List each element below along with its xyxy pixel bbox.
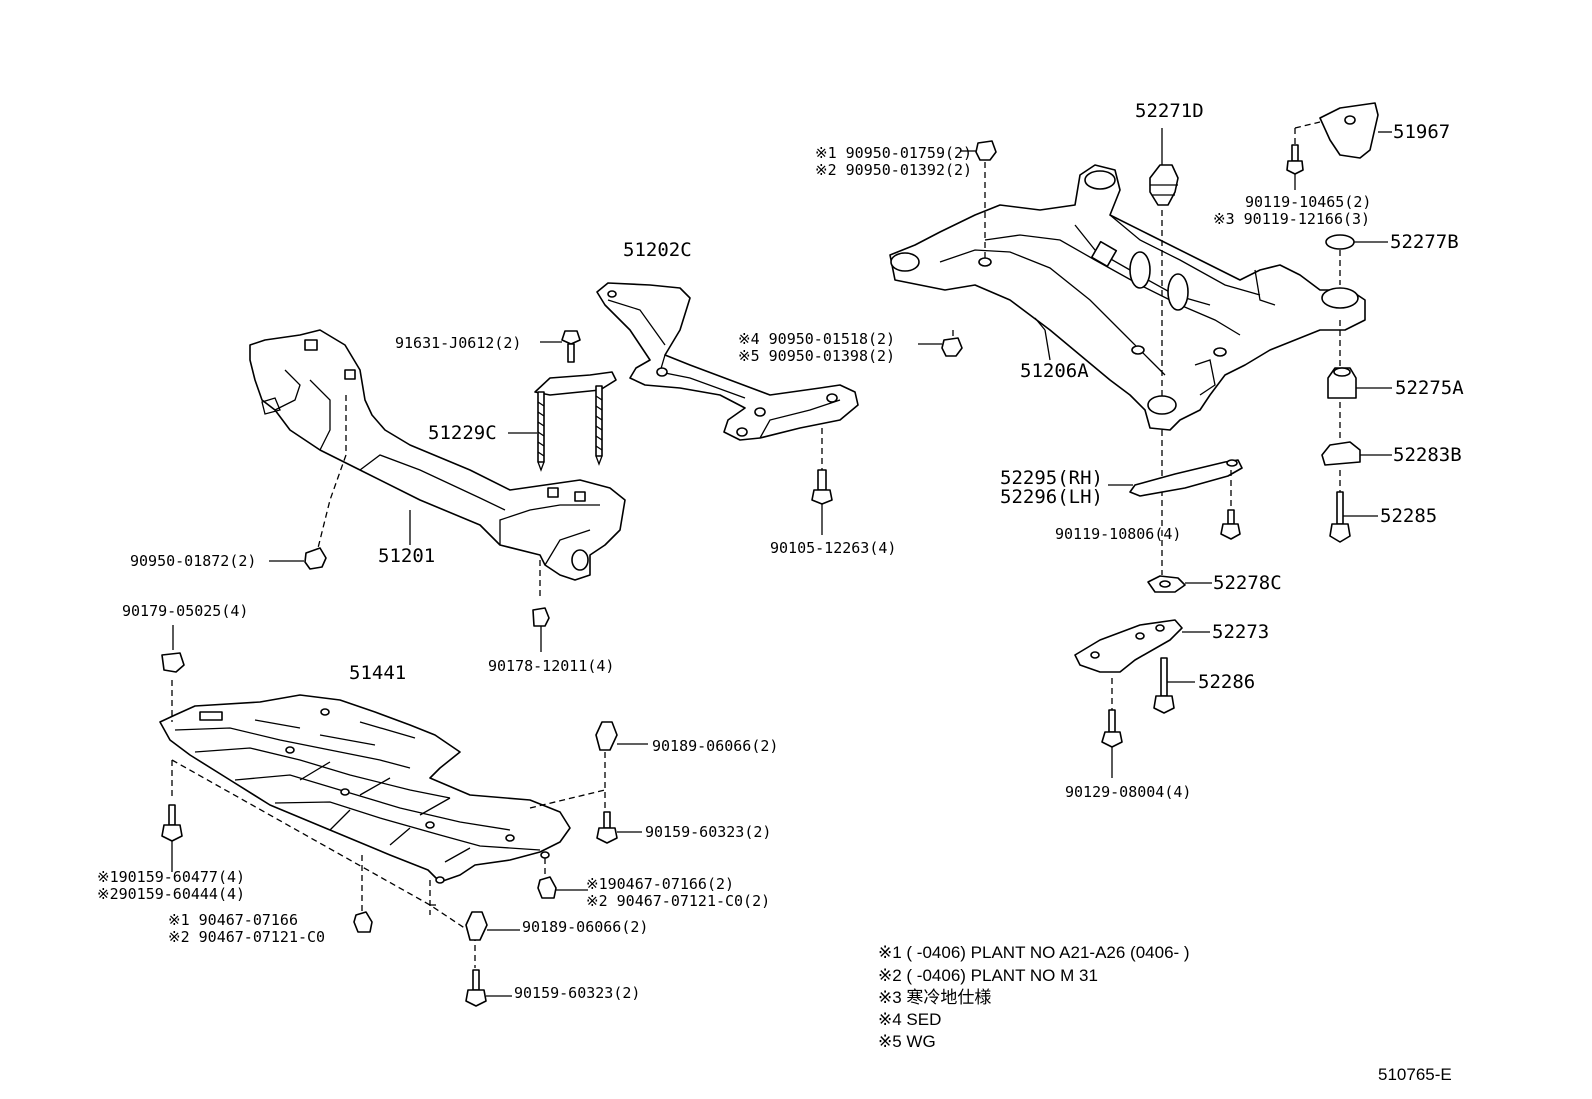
label-51202C: 51202C <box>623 239 692 261</box>
bolt-90119-10806 <box>1220 509 1241 540</box>
clip-90467-07166-a <box>537 876 557 899</box>
label-90159-60477: ※190159-60477(4) <box>97 868 245 886</box>
notes-block: ※1 ( -0406) PLANT NO A21-A26 (0406- ) ※2… <box>878 943 1190 1051</box>
label-51206A: 51206A <box>1020 360 1089 382</box>
label-90159-60444: ※290159-60444(4) <box>97 885 245 903</box>
label-90105-12263: 90105-12263(4) <box>770 539 896 557</box>
label-90159-60323-a: 90159-60323(2) <box>645 823 771 841</box>
label-90179-05025: 90179-05025(4) <box>122 602 248 620</box>
label-52296: 52296(LH) <box>1000 486 1103 508</box>
bolt-90159-60323-a <box>596 811 618 844</box>
bushing-90950-01872 <box>304 547 327 570</box>
label-52271D: 52271D <box>1135 100 1204 122</box>
bolt-90159-60477 <box>161 804 183 842</box>
label-90119-12166: ※3 90119-12166(3) <box>1213 210 1370 228</box>
plate-52273 <box>1074 619 1183 673</box>
clip-90189-06066-b <box>465 911 488 941</box>
bolt-91631-J0612 <box>561 330 581 363</box>
label-52278C: 52278C <box>1213 572 1282 594</box>
bumper-52271D <box>1149 164 1179 206</box>
label-52295: 52295(RH) <box>1000 467 1103 489</box>
label-90467-07121-b: ※2 90467-07121-C0 <box>168 928 325 946</box>
clip-90467-07166-b <box>353 911 373 933</box>
label-90159-60323-b: 90159-60323(2) <box>514 984 640 1002</box>
washer-52277B <box>1325 234 1355 250</box>
label-51229C: 51229C <box>428 422 497 444</box>
label-90950-01759: ※1 90950-01759(2) <box>815 144 972 162</box>
nut-90950-01518 <box>941 337 963 357</box>
bolt-90105-12263 <box>811 469 833 505</box>
bolt-90159-60323-b <box>465 969 487 1007</box>
label-52286: 52286 <box>1198 671 1255 693</box>
bolt-52286 <box>1153 657 1175 714</box>
label-91631-J0612: 91631-J0612(2) <box>395 334 521 352</box>
label-51201: 51201 <box>378 545 435 567</box>
label-52275A: 52275A <box>1395 377 1464 399</box>
nut-90179-05025 <box>161 652 185 673</box>
nut-90950-01759 <box>975 140 997 161</box>
stopper-52283B <box>1321 441 1361 466</box>
label-90950-01872: 90950-01872(2) <box>130 552 256 570</box>
front-crossmember-51201 <box>249 329 626 581</box>
bolt-90119-10465 <box>1286 144 1304 175</box>
note-5: ※5 WG <box>878 1032 936 1051</box>
label-90950-01398: ※5 90950-01398(2) <box>738 347 895 365</box>
arm-52295-52296 <box>1129 459 1243 497</box>
engine-under-cover-51441 <box>159 694 571 884</box>
bolt-52285 <box>1329 491 1351 543</box>
label-51967: 51967 <box>1393 121 1450 143</box>
cushion-52275A <box>1327 367 1357 399</box>
label-90467-07121-a: ※2 90467-07121-C0(2) <box>586 892 770 910</box>
label-52283B: 52283B <box>1393 444 1462 466</box>
rear-suspension-member-51206A <box>889 164 1366 431</box>
reference-code: 510765-E <box>1378 1065 1452 1084</box>
label-52285: 52285 <box>1380 505 1437 527</box>
clip-90189-06066-a <box>595 721 618 751</box>
note-3: ※3 寒冷地仕様 <box>878 988 991 1007</box>
label-90119-10465: 90119-10465(2) <box>1245 193 1371 211</box>
label-51441: 51441 <box>349 662 406 684</box>
label-90950-01392: ※2 90950-01392(2) <box>815 161 972 179</box>
label-90950-01518: ※4 90950-01518(2) <box>738 330 895 348</box>
label-90178-12011: 90178-12011(4) <box>488 657 614 675</box>
bracket-51229C <box>534 371 617 472</box>
label-90119-10806: 90119-10806(4) <box>1055 525 1181 543</box>
label-90189-06066-a: 90189-06066(2) <box>652 737 778 755</box>
bracket-51967 <box>1319 102 1379 159</box>
label-90189-06066-b: 90189-06066(2) <box>522 918 648 936</box>
nut-90178-12011 <box>532 607 550 627</box>
note-1: ※1 ( -0406) PLANT NO A21-A26 (0406- ) <box>878 943 1190 962</box>
label-52277B: 52277B <box>1390 231 1459 253</box>
washer-52278C <box>1147 575 1186 593</box>
note-4: ※4 SED <box>878 1010 941 1029</box>
label-90129-08004: 90129-08004(4) <box>1065 783 1191 801</box>
label-52273: 52273 <box>1212 621 1269 643</box>
label-90467-07166-a: ※190467-07166(2) <box>586 875 734 893</box>
label-90467-07166-b: ※1 90467-07166 <box>168 911 298 929</box>
note-2: ※2 ( -0406) PLANT NO M 31 <box>878 966 1098 985</box>
brace-51202C <box>596 282 859 441</box>
bolt-90129-08004 <box>1101 709 1123 748</box>
